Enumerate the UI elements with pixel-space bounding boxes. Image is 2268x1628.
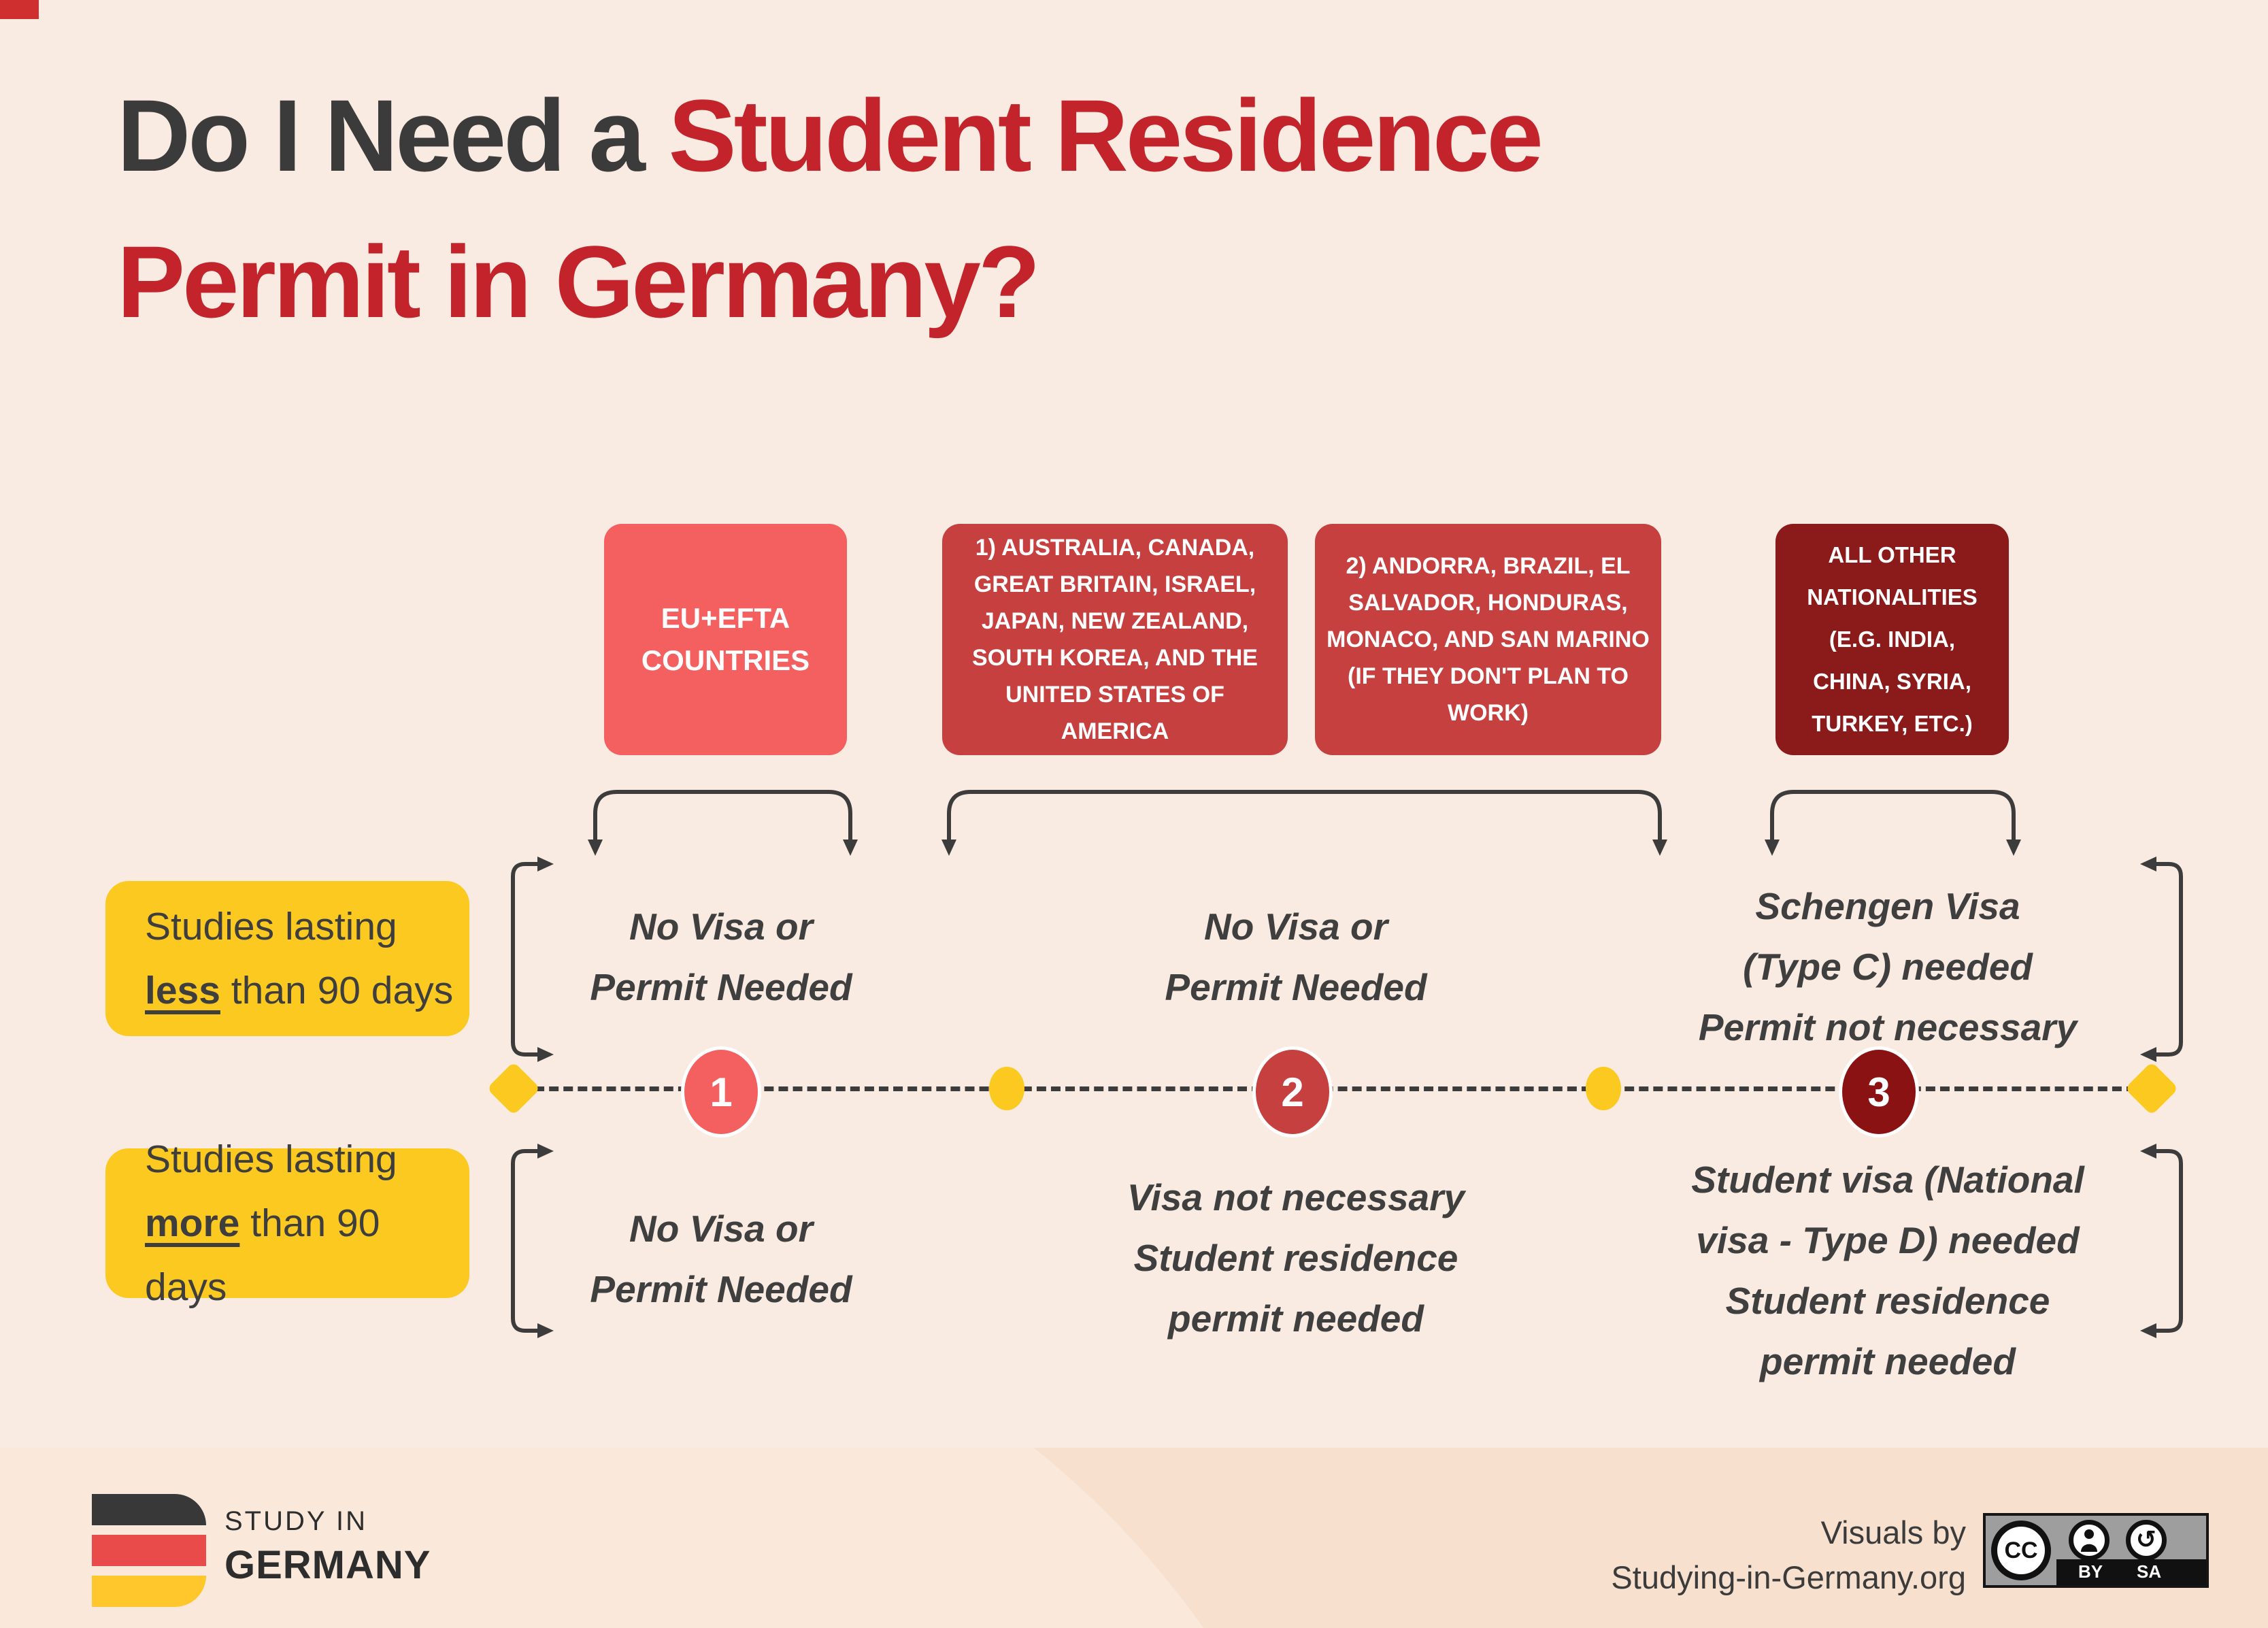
credits-line-1: Visuals by <box>1820 1514 1966 1550</box>
timeline-dot-2 <box>1586 1067 1621 1110</box>
row-label-more-than-90-days: Studies lasting more than 90 days <box>105 1137 469 1309</box>
title-line1-red: Student Residence <box>668 78 1544 193</box>
row-label-line-1: Studies lasting <box>145 905 397 948</box>
top-bracket-3 <box>1765 790 2021 856</box>
title-line1-dark: Do I Need a <box>117 78 646 193</box>
row-label-less-than-90-days: Studies lasting less than 90 days <box>105 881 469 1036</box>
cc-icon: CC <box>1991 1521 2051 1580</box>
title-line-1: Do I Need a Student Residence <box>117 63 1544 209</box>
sa-share-alike-icon: ↺ <box>2126 1520 2167 1561</box>
brand-name: STUDY IN GERMANY <box>224 1506 431 1588</box>
footer-band: STUDY IN GERMANY Visuals by Studying-in-… <box>0 1448 2268 1628</box>
row-label-line-1: Studies lasting <box>145 1137 397 1181</box>
brand-line-2: GERMANY <box>224 1543 431 1587</box>
row-label-emphasis: less <box>145 969 220 1012</box>
sa-label: SA <box>2137 1561 2162 1582</box>
cell-row2-col1: No Visa or Permit Needed <box>590 1208 852 1310</box>
right-bracket-row-1 <box>2140 857 2183 1062</box>
row-label-emphasis: more <box>145 1201 240 1245</box>
cc-by-sa-badge: CC ↺ BY SA <box>1983 1513 2209 1588</box>
right-bracket-row-2 <box>2140 1144 2183 1338</box>
by-label: BY <box>2078 1561 2103 1582</box>
credits-line-2: Studying-in-Germany.org <box>1611 1559 1966 1595</box>
category-card-all-other: ALL OTHER NATIONALITIES (E.G. INDIA, CHI… <box>1775 524 2009 755</box>
study-in-germany-flag-logo <box>92 1494 206 1616</box>
category-card-group-2: 2) ANDORRA, BRAZIL, EL SALVADOR, HONDURA… <box>1315 524 1661 755</box>
flag-stripe-gold <box>92 1576 206 1607</box>
cell-row1-col3: Schengen Visa (Type C) needed Permit not… <box>1698 885 2078 1048</box>
row-label-line-2: more than 90 days <box>145 1201 380 1309</box>
by-person-icon <box>2069 1520 2109 1561</box>
cell-row2-col3: Student visa (National visa - Type D) ne… <box>1691 1159 2084 1382</box>
timeline-dot-1 <box>989 1067 1024 1110</box>
category-card-group-1: 1) AUSTRALIA, CANADA, GREAT BRITAIN, ISR… <box>942 524 1288 755</box>
left-bracket-row-1 <box>511 857 554 1062</box>
credits-text: Visuals by Studying-in-Germany.org <box>1463 1510 1966 1600</box>
page-title: Do I Need a Student Residence Permit in … <box>117 63 1544 355</box>
title-line-2: Permit in Germany? <box>117 225 1040 339</box>
cell-row2-col2: Visa not necessary Student residence per… <box>1127 1176 1465 1340</box>
flag-stripe-red <box>92 1535 206 1566</box>
left-bracket-row-2 <box>511 1144 554 1338</box>
row-label-line-2: less than 90 days <box>145 969 454 1012</box>
timeline-step-2: 2 <box>1252 1046 1333 1137</box>
top-bracket-1 <box>588 790 858 856</box>
timeline-step-1: 1 <box>681 1046 761 1137</box>
timeline-step-3: 3 <box>1839 1046 1919 1137</box>
category-card-eu-efta: EU+EFTA COUNTRIES <box>604 524 847 755</box>
cell-row1-col1: No Visa or Permit Needed <box>590 906 852 1008</box>
top-bracket-2 <box>941 790 1667 856</box>
cell-row1-col2: No Visa or Permit Needed <box>1165 906 1427 1008</box>
badge-black-band <box>2056 1559 2206 1585</box>
flag-stripe-black <box>92 1494 206 1525</box>
brand-line-1: STUDY IN <box>224 1506 367 1536</box>
corner-accent-shape <box>0 0 39 19</box>
